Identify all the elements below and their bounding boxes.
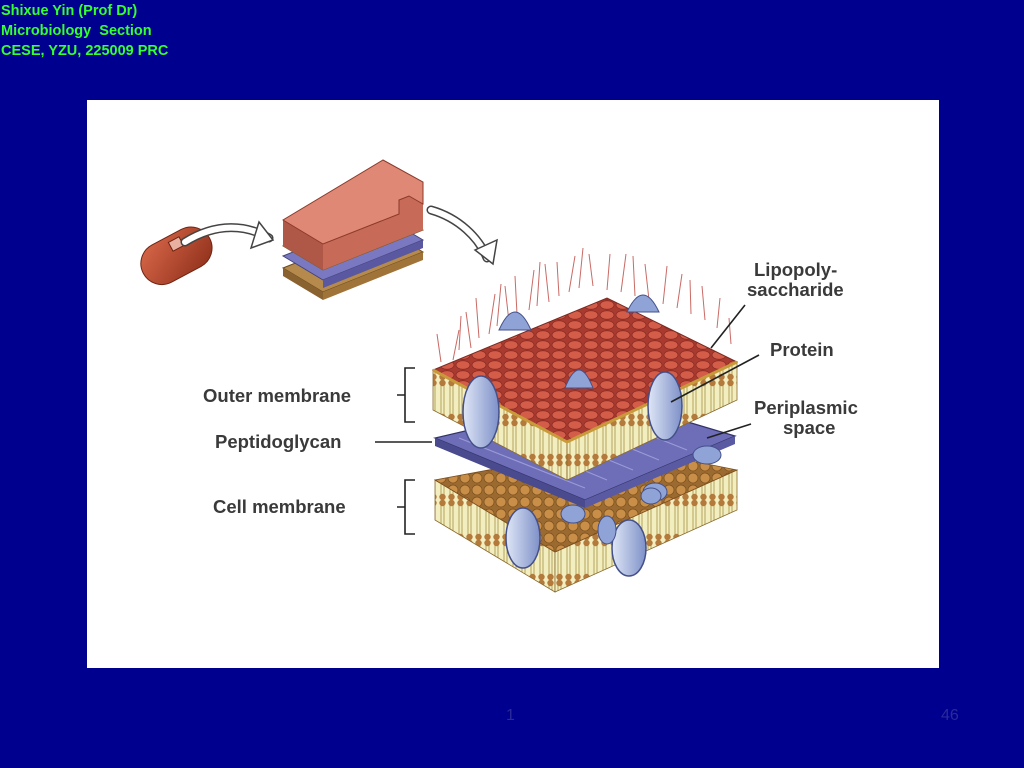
author-name: Shixue Yin (Prof Dr) [1,3,138,19]
label-protein: Protein [770,339,834,360]
label-peptidoglycan: Peptidoglycan [215,431,341,452]
cell-wall-diagram: Lipopoly- saccharide Protein Periplasmic… [87,100,939,668]
slide-page-number: 46 [941,707,959,724]
institution: CESE, YZU, 225009 PRC [1,43,169,59]
department: Microbiology Section [1,23,152,39]
label-lps-2: saccharide [747,279,844,300]
wall-fragment [281,159,425,300]
label-periplasmic-2: space [783,417,835,438]
label-periplasmic-1: Periplasmic [754,397,858,418]
leader-lines [375,304,760,535]
slide-center-number: 1 [506,707,515,724]
label-lps-1: Lipopoly- [754,259,837,280]
author-header: Shixue Yin (Prof Dr) Microbiology Sectio… [1,1,168,61]
label-outer-membrane: Outer membrane [203,385,351,406]
diagram-svg: Lipopoly- saccharide Protein Periplasmic… [140,159,858,593]
label-cell-membrane: Cell membrane [213,496,346,517]
outer-membrane-block [431,247,739,481]
